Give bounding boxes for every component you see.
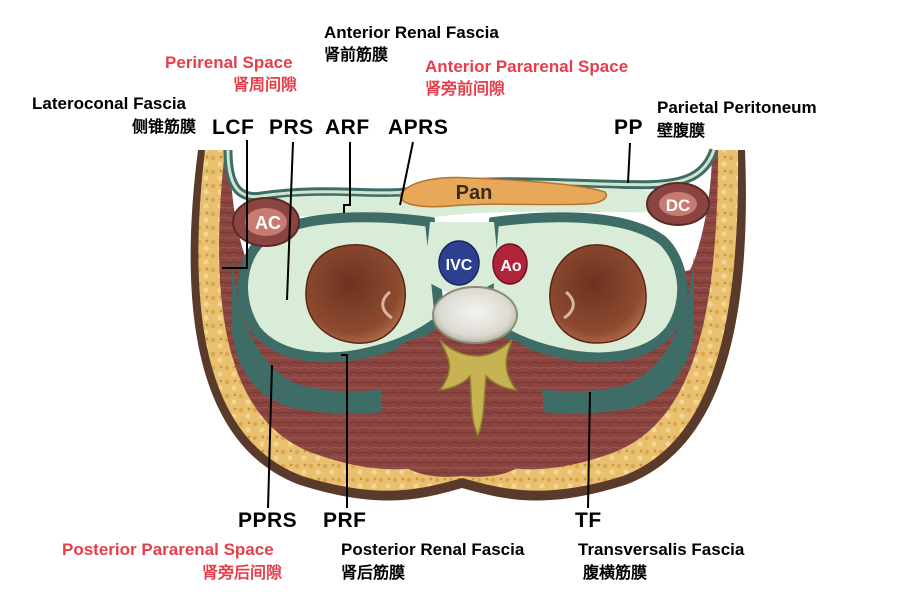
aorta [492,243,528,285]
pancreas [399,176,607,208]
leader-arf [343,142,351,213]
abbr-tf: TF [575,509,602,532]
abbr-prs: PRS [269,116,314,139]
vertebral-arch [438,339,518,437]
leader-tf [587,391,591,509]
label-perirenal-space-zh: 肾周间隙 [233,75,298,94]
abbr-aprs: APRS [388,116,449,139]
label-anterior-renal-fascia: Anterior Renal Fascia [324,23,499,42]
label-transversalis-fascia: Transversalis Fascia [578,540,745,559]
label-posterior-pararenal-space-zh: 肾旁后间隙 [202,563,283,582]
organ-label-pan: Pan [456,182,493,204]
left-kidney [305,244,406,344]
inferior-vena-cava [438,240,480,286]
label-perirenal-space: Perirenal Space [165,53,293,72]
right-kidney [549,244,647,344]
label-anterior-pararenal-space-zh: 肾旁前间隙 [425,79,506,98]
label-posterior-renal-fascia-zh: 肾后筋膜 [341,563,406,582]
abbr-prf: PRF [323,509,367,532]
organ-label-dc: DC [666,196,691,215]
label-parietal-peritoneum-zh: 壁腹膜 [657,121,706,140]
label-parietal-peritoneum: Parietal Peritoneum [657,98,817,117]
ascending-colon [232,197,300,247]
label-lateroconal-fascia: Lateroconal Fascia [32,94,187,113]
leader-lines [222,140,631,509]
leader-pp [627,142,631,184]
abbr-lcf: LCF [212,116,255,139]
organ-label-ao: Ao [500,258,522,275]
abbr-pp: PP [614,116,644,139]
label-transversalis-fascia-zh: 腹横筋膜 [583,563,648,582]
label-lateroconal-fascia-zh: 侧锥筋膜 [132,117,197,136]
abbr-arf: ARF [325,116,370,139]
label-anterior-pararenal-space: Anterior Pararenal Space [425,57,629,76]
vertebral-body [432,286,518,344]
label-anterior-renal-fascia-zh: 肾前筋膜 [324,45,389,64]
organ-label-ac: AC [255,213,281,233]
label-posterior-renal-fascia: Posterior Renal Fascia [341,540,525,559]
descending-colon [646,182,710,226]
leader-aprs [399,141,414,206]
abbr-pprs: PPRS [238,509,298,532]
organ-label-ivc: IVC [446,257,473,274]
label-posterior-pararenal-space: Posterior Pararenal Space [62,540,274,559]
leader-prf [341,354,348,508]
leader-lcf [222,140,248,269]
leader-prs [286,141,294,301]
leader-pprs [267,364,273,509]
